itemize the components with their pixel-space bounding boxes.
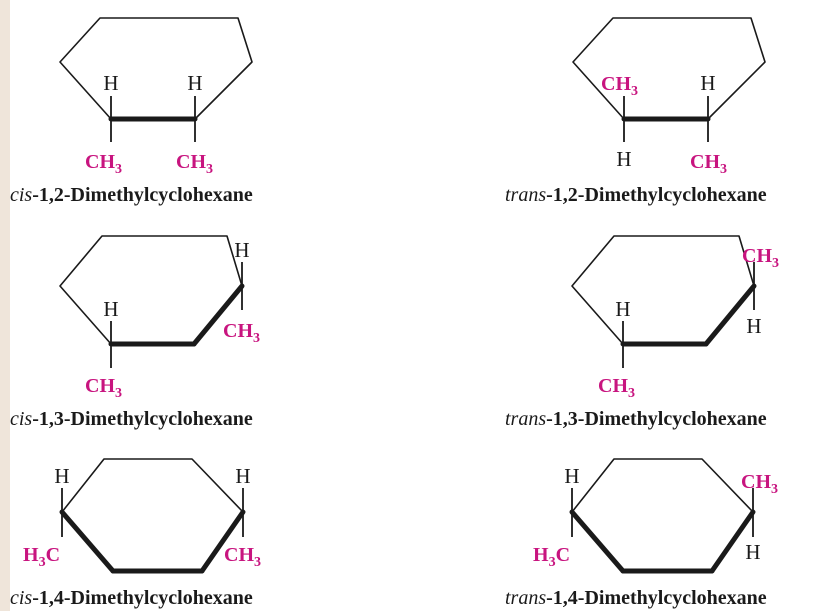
label-methyl: CH3 (742, 245, 779, 271)
label-h: H (616, 147, 631, 171)
ring-front-edge (59, 509, 116, 574)
ring-front-edge (703, 283, 757, 347)
label-h: H (235, 464, 250, 488)
molecule-trans-1-3: H CH3 CH3 H trans-1,3-Dimethylcyclohexan… (505, 235, 779, 430)
label-h: H (615, 297, 630, 321)
label-methyl: CH3 (224, 544, 261, 570)
caption-trans-1-2: trans-1,2-Dimethylcyclohexane (505, 184, 767, 206)
label-h: H (103, 71, 118, 95)
cyclohexane-diagram: H H CH3 CH3 cis-1,2-Dimethylcyclohexane … (10, 17, 779, 609)
ring (59, 17, 253, 120)
label-methyl: CH3 (85, 375, 122, 401)
molecule-cis-1-4: H H H3C CH3 cis-1,4-Dimethylcyclohexane (10, 458, 261, 609)
label-h: H (103, 297, 118, 321)
label-h: H (564, 464, 579, 488)
label-methyl: CH3 (223, 320, 260, 346)
ring-front-edge (569, 509, 626, 574)
caption-cis-1-4: cis-1,4-Dimethylcyclohexane (10, 587, 253, 609)
label-methyl: CH3 (690, 151, 727, 177)
molecule-trans-1-2: CH3 H H CH3 trans-1,2-Dimethylcyclohexan… (505, 17, 767, 206)
ring (571, 235, 755, 345)
molecule-cis-1-3: H CH3 H CH3 cis-1,3-Dimethylcyclohexane (10, 235, 260, 430)
caption-cis-1-2: cis-1,2-Dimethylcyclohexane (10, 184, 253, 206)
ring (59, 235, 243, 345)
label-methyl: H3C (23, 544, 60, 570)
caption-trans-1-3: trans-1,3-Dimethylcyclohexane (505, 408, 767, 430)
label-methyl: CH3 (741, 471, 778, 497)
caption-cis-1-3: cis-1,3-Dimethylcyclohexane (10, 408, 253, 430)
caption-trans-1-4: trans-1,4-Dimethylcyclohexane (505, 587, 767, 609)
molecule-trans-1-4: H CH3 H3C H trans-1,4-Dimethylcyclohexan… (505, 458, 778, 609)
label-h: H (187, 71, 202, 95)
label-h: H (234, 238, 249, 262)
label-methyl: CH3 (176, 151, 213, 177)
ring-front-edge (709, 509, 756, 574)
label-h: H (745, 540, 760, 564)
ring (572, 17, 766, 120)
diagram-canvas: H H CH3 CH3 cis-1,2-Dimethylcyclohexane … (10, 0, 823, 611)
label-methyl: CH3 (85, 151, 122, 177)
ring-front-edge (191, 283, 245, 347)
label-h: H (700, 71, 715, 95)
label-methyl: H3C (533, 544, 570, 570)
label-methyl: CH3 (601, 73, 638, 99)
molecule-cis-1-2: H H CH3 CH3 cis-1,2-Dimethylcyclohexane (10, 17, 253, 206)
ring-front-edge (199, 509, 246, 574)
label-h: H (746, 314, 761, 338)
label-methyl: CH3 (598, 375, 635, 401)
label-h: H (54, 464, 69, 488)
